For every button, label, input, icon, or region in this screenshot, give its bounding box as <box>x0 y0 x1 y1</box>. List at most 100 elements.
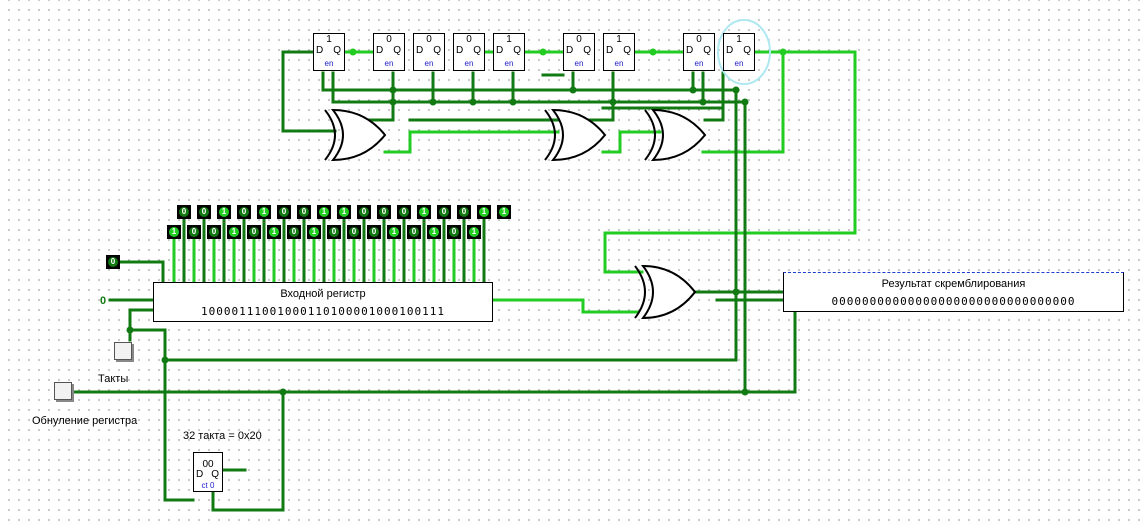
input-pin-top-1[interactable]: 0 <box>197 205 211 219</box>
q-output-label: Q <box>211 469 219 480</box>
reset-button[interactable] <box>54 382 72 400</box>
pin-value: 0 <box>329 227 339 237</box>
flipflop-value: 1 <box>506 34 512 45</box>
input-pin-top-16[interactable]: 1 <box>497 205 511 219</box>
input-pin-bottom-6[interactable]: 0 <box>287 225 301 239</box>
input-pin-top-10[interactable]: 0 <box>377 205 391 219</box>
d-input-label: D <box>686 45 694 56</box>
q-output-label: Q <box>583 45 591 56</box>
clock-label: Такты <box>98 373 129 385</box>
input-register-title: Входной регистр <box>280 288 366 300</box>
enable-label: en <box>504 59 514 68</box>
q-output-label: Q <box>393 45 401 56</box>
input-pin-bottom-10[interactable]: 0 <box>367 225 381 239</box>
input-pin-bottom-2[interactable]: 0 <box>207 225 221 239</box>
enable-label: en <box>734 59 744 68</box>
clock-button[interactable] <box>114 342 132 360</box>
d-input-label: D <box>196 469 204 480</box>
input-pin-bottom-1[interactable]: 0 <box>187 225 201 239</box>
pin-value: 1 <box>499 207 509 217</box>
flipflop-value: 1 <box>616 34 622 45</box>
pin-value: 1 <box>469 227 479 237</box>
pin-value: 0 <box>199 207 209 217</box>
input-pin-bottom-5[interactable]: 1 <box>267 225 281 239</box>
enable-label: en <box>694 59 704 68</box>
input-pin-top-0[interactable]: 0 <box>177 205 191 219</box>
pin-value: 0 <box>299 207 309 217</box>
input-pin-bottom-3[interactable]: 1 <box>227 225 241 239</box>
pin-value: 0 <box>239 207 249 217</box>
enable-label: en <box>424 59 434 68</box>
pin-value: 1 <box>169 227 179 237</box>
pin-value: 0 <box>209 227 219 237</box>
input-pin-bottom-7[interactable]: 1 <box>307 225 321 239</box>
input-pin-top-11[interactable]: 0 <box>397 205 411 219</box>
flipflop-value: 0 <box>466 34 472 45</box>
enable-label: en <box>464 59 474 68</box>
counter-note: 32 такта = 0x20 <box>183 430 262 442</box>
pin-value: 0 <box>439 207 449 217</box>
output-register-bits: 00000000000000000000000000000000 <box>831 295 1076 308</box>
input-pin-top-12[interactable]: 1 <box>417 205 431 219</box>
input-pin-top-13[interactable]: 0 <box>437 205 451 219</box>
pin-value: 0 <box>249 227 259 237</box>
enable-label: en <box>384 59 394 68</box>
input-pin-top-6[interactable]: 0 <box>297 205 311 219</box>
input-pin-bottom-13[interactable]: 1 <box>427 225 441 239</box>
counter-value: 00 <box>202 459 214 470</box>
flipflop-value: 1 <box>736 34 742 45</box>
input-pin-top-7[interactable]: 1 <box>317 205 331 219</box>
d-input-label: D <box>456 45 464 56</box>
input-pin-bottom-8[interactable]: 0 <box>327 225 341 239</box>
input-pin-bottom-15[interactable]: 1 <box>467 225 481 239</box>
input-pin-top-3[interactable]: 0 <box>237 205 251 219</box>
output-register[interactable]: Результат скремблирования 00000000000000… <box>783 272 1124 312</box>
input-pin-top-5[interactable]: 0 <box>277 205 291 219</box>
counter-register[interactable]: 00 D Q ct 0 <box>193 452 223 492</box>
pin-value: 1 <box>339 207 349 217</box>
input-pin-top-9[interactable]: 0 <box>357 205 371 219</box>
clock-enable-pin[interactable]: 0 <box>106 255 120 269</box>
enable-label: en <box>574 59 584 68</box>
pin-value: 1 <box>309 227 319 237</box>
input-pin-top-2[interactable]: 1 <box>217 205 231 219</box>
pin-value: 0 <box>459 207 469 217</box>
q-output-label: Q <box>513 45 521 56</box>
input-pin-top-15[interactable]: 1 <box>477 205 491 219</box>
pin-value: 0 <box>179 207 189 217</box>
pin-value: 1 <box>259 207 269 217</box>
input-register[interactable]: Входной регистр 100001110010001101000010… <box>153 282 493 322</box>
pin-value: 1 <box>389 227 399 237</box>
d-input-label: D <box>316 45 324 56</box>
pin-value: 0 <box>189 227 199 237</box>
input-pin-top-8[interactable]: 1 <box>337 205 351 219</box>
flipflop-value: 0 <box>576 34 582 45</box>
pin-value: 1 <box>479 207 489 217</box>
flipflop-value: 0 <box>386 34 392 45</box>
xor-gate-output <box>640 264 697 320</box>
pin-value: 0 <box>279 207 289 217</box>
input-pin-bottom-11[interactable]: 1 <box>387 225 401 239</box>
input-pin-bottom-4[interactable]: 0 <box>247 225 261 239</box>
input-pin-bottom-0[interactable]: 1 <box>167 225 181 239</box>
input-pin-bottom-12[interactable]: 0 <box>407 225 421 239</box>
counter-enable-label: ct 0 <box>201 481 215 490</box>
input-pin-bottom-14[interactable]: 0 <box>447 225 461 239</box>
input-pin-top-4[interactable]: 1 <box>257 205 271 219</box>
pin-value: 0 <box>369 227 379 237</box>
q-output-label: Q <box>743 45 751 56</box>
input-pin-bottom-9[interactable]: 0 <box>347 225 361 239</box>
d-input-label: D <box>416 45 424 56</box>
q-output-label: Q <box>473 45 481 56</box>
flipflop-value: 0 <box>426 34 432 45</box>
input-pin-top-14[interactable]: 0 <box>457 205 471 219</box>
